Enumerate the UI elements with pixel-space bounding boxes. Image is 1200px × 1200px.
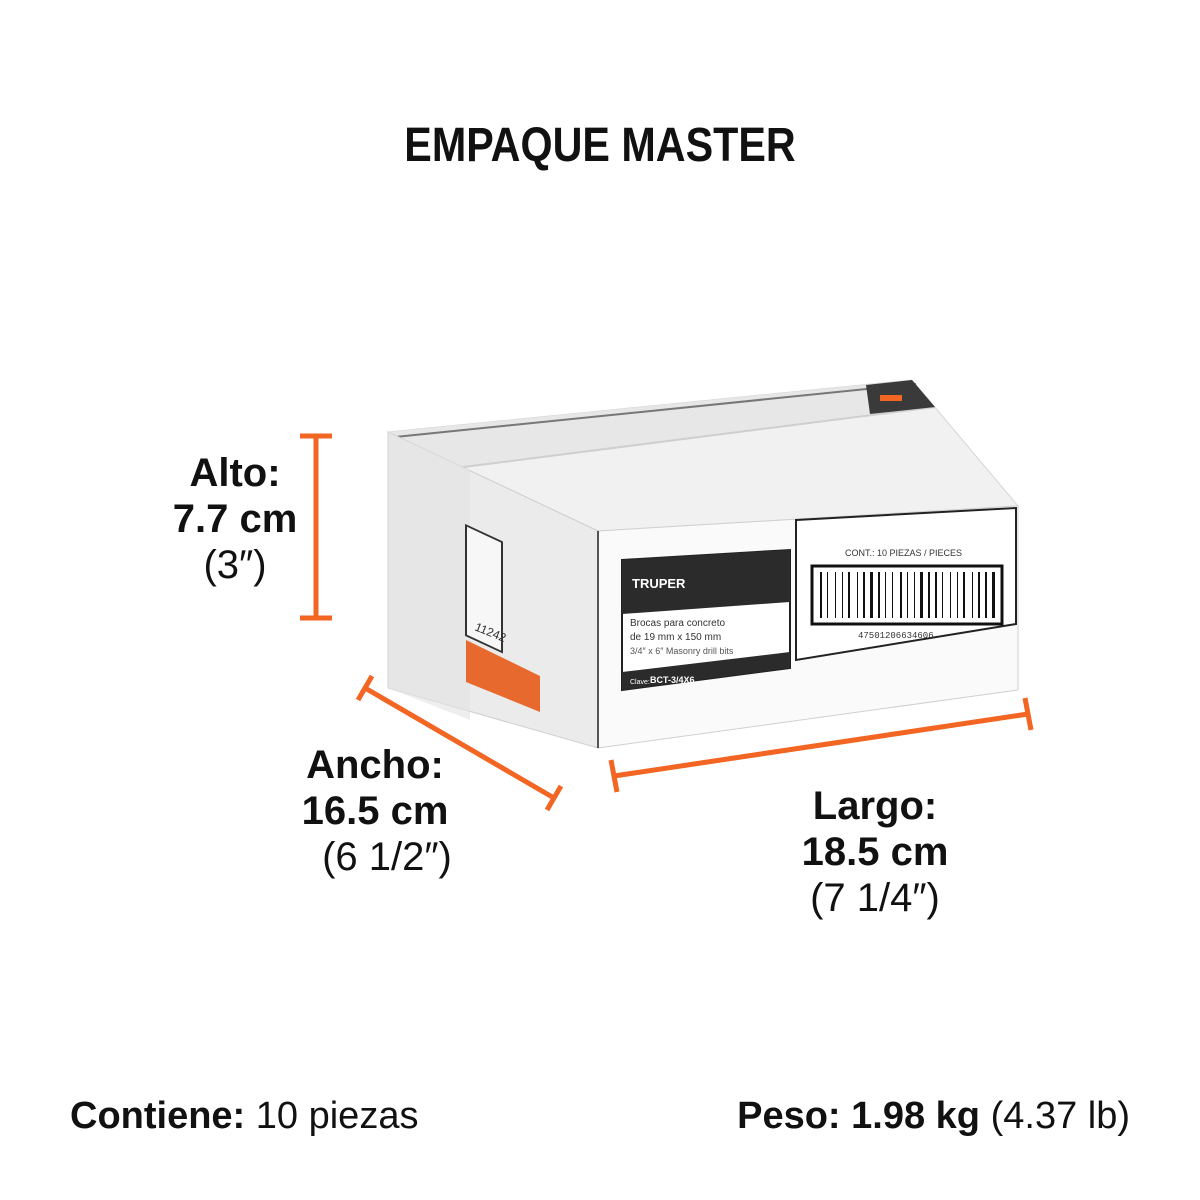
label-clave: BCT-3/4X6 bbox=[650, 675, 695, 685]
barcode-bar bbox=[928, 572, 930, 618]
dimension-line-width bbox=[355, 674, 564, 812]
ancho-label: Ancho: 16.5 cm (6 1/2″) bbox=[280, 742, 470, 880]
barcode-bar bbox=[820, 572, 822, 618]
label-line3: 3/4″ x 6″ Masonry drill bits bbox=[630, 646, 734, 656]
label-line1: Brocas para concreto bbox=[630, 618, 725, 629]
box-tape bbox=[388, 380, 935, 470]
ancho-metric: 16.5 cm bbox=[301, 789, 449, 833]
barcode-bar bbox=[942, 572, 943, 618]
barcode-bar bbox=[963, 572, 965, 618]
barcode-number: 47501206634606 bbox=[858, 631, 934, 641]
barcode-bar bbox=[870, 572, 873, 618]
ancho-imperial: (6 1/2″) bbox=[322, 835, 452, 879]
largo-metric: 18.5 cm bbox=[801, 830, 949, 874]
side-orange-tag bbox=[466, 640, 540, 712]
page-title: EMPAQUE MASTER bbox=[404, 119, 796, 172]
barcode-bar bbox=[857, 572, 858, 618]
barcode-bar bbox=[878, 572, 880, 618]
barcode-bar bbox=[907, 572, 908, 618]
barcode-icon bbox=[810, 564, 1004, 626]
largo-imperial: (7 1/4″) bbox=[810, 876, 940, 920]
barcode-bar bbox=[935, 572, 937, 618]
contiene-label: Contiene: bbox=[70, 1095, 246, 1137]
contiene-value: 10 piezas bbox=[255, 1095, 419, 1137]
barcode-bar bbox=[972, 572, 973, 618]
barcode-bar bbox=[978, 572, 980, 618]
barcode-bar bbox=[920, 572, 923, 618]
barcode-bar bbox=[885, 572, 886, 618]
barcode-panel bbox=[795, 506, 1017, 662]
peso-label: Peso: bbox=[737, 1095, 841, 1137]
product-label bbox=[621, 548, 791, 692]
barcode-bar bbox=[992, 572, 995, 618]
barcode-bar bbox=[914, 572, 915, 618]
barcode-bar bbox=[827, 572, 828, 618]
alto-title: Alto: bbox=[189, 451, 281, 495]
barcode-bar bbox=[950, 572, 951, 618]
alto-imperial: (3″) bbox=[203, 543, 267, 587]
peso-info: Peso: 1.98 kg (4.37 lb) bbox=[737, 1095, 1130, 1138]
label-line2: de 19 mm x 150 mm bbox=[630, 632, 721, 643]
label-clave-prefix: Clave: bbox=[630, 679, 650, 686]
barcode-bar bbox=[848, 572, 850, 618]
barcode-bar bbox=[863, 572, 865, 618]
peso-value: 1.98 kg bbox=[851, 1095, 981, 1137]
box-seam bbox=[394, 383, 917, 438]
contiene-info: Contiene: 10 piezas bbox=[70, 1095, 418, 1138]
barcode-frame bbox=[810, 564, 1004, 626]
dimension-line-length bbox=[608, 697, 1034, 793]
label-cont: CONT.: 10 PIEZAS / PIECES bbox=[845, 548, 962, 558]
barcode-bar bbox=[985, 572, 987, 618]
ancho-title: Ancho: bbox=[306, 743, 444, 787]
barcode-bar bbox=[957, 572, 958, 618]
barcode-bar bbox=[892, 572, 893, 618]
largo-title: Largo: bbox=[812, 784, 938, 828]
barcode-bar bbox=[842, 572, 843, 618]
alto-metric: 7.7 cm bbox=[172, 497, 298, 541]
barcode-bar bbox=[835, 572, 836, 618]
alto-label: Alto: 7.7 cm (3″) bbox=[150, 450, 320, 588]
peso-lb: (4.37 lb) bbox=[990, 1095, 1130, 1137]
largo-label: Largo: 18.5 cm (7 1/4″) bbox=[790, 783, 960, 921]
truper-logo-icon: TRUPER bbox=[632, 576, 686, 591]
dimension-line-height bbox=[300, 433, 332, 621]
barcode-bar bbox=[900, 572, 902, 618]
